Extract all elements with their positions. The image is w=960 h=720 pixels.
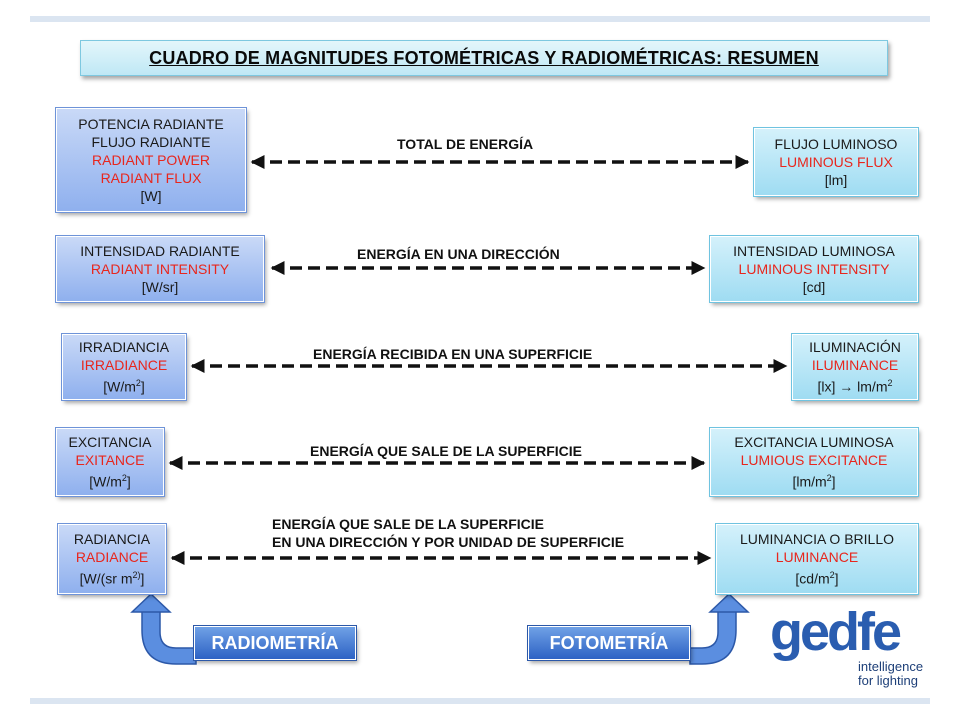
box-unit: [lm] bbox=[824, 172, 848, 188]
box-unit: [lm/m2] bbox=[792, 473, 836, 490]
box-text: INTENSIDAD LUMINOSA bbox=[733, 243, 895, 259]
box-irradiancia: IRRADIANCIA IRRADIANCE [W/m2] bbox=[61, 333, 187, 401]
box-english-text: RADIANCE bbox=[75, 549, 149, 566]
box-potencia-radiante: POTENCIA RADIANTE FLUJO RADIANTE RADIANT… bbox=[55, 107, 247, 213]
box-text: RADIANCIA bbox=[73, 531, 151, 548]
right-arrow-icon: → bbox=[839, 378, 854, 395]
box-iluminacion: ILUMINACIÓN ILUMINANCE [lx] → lm/m2 bbox=[791, 333, 919, 401]
tag-fotometria: FOTOMETRÍA bbox=[527, 625, 691, 661]
box-english-text: IRRADIANCE bbox=[80, 357, 168, 374]
box-english-text: RADIANT POWER bbox=[92, 152, 210, 168]
tag-radiometria: RADIOMETRÍA bbox=[193, 625, 357, 661]
top-rule bbox=[30, 16, 930, 22]
box-unit: [W/sr] bbox=[141, 279, 179, 295]
box-intensidad-luminosa: INTENSIDAD LUMINOSA LUMINOUS INTENSITY [… bbox=[709, 235, 919, 303]
box-text: LUMINANCIA O BRILLO bbox=[739, 531, 895, 548]
page-title: CUADRO DE MAGNITUDES FOTOMÉTRICAS Y RADI… bbox=[149, 47, 819, 68]
gedfe-logo: gedfe intelligence for lighting bbox=[766, 606, 936, 694]
box-text: FLUJO RADIANTE bbox=[91, 134, 211, 150]
box-radiancia: RADIANCIA RADIANCE [W/(sr m2)] bbox=[57, 523, 167, 595]
box-unit: [W] bbox=[140, 188, 162, 204]
box-english-text: EXITANCE bbox=[75, 452, 145, 469]
bottom-rule bbox=[30, 698, 930, 704]
box-text: EXCITANCIA bbox=[68, 434, 152, 451]
label-energia-sale-direccion-2: EN UNA DIRECCIÓN Y POR UNIDAD DE SUPERFI… bbox=[272, 534, 625, 550]
box-excitancia: EXCITANCIA EXITANCE [W/m2] bbox=[55, 427, 165, 497]
box-english-text: LUMINOUS INTENSITY bbox=[738, 261, 890, 277]
box-english-text: LUMINANCE bbox=[775, 549, 859, 566]
svg-text:gedfe: gedfe bbox=[770, 606, 901, 662]
box-text: FLUJO LUMINOSO bbox=[774, 136, 898, 152]
box-text: ILUMINACIÓN bbox=[809, 339, 901, 356]
box-english-text: LUMIOUS EXCITANCE bbox=[740, 452, 888, 469]
label-energia-sale-direccion-1: ENERGÍA QUE SALE DE LA SUPERFICIE bbox=[272, 516, 544, 532]
label-energia-direccion: ENERGÍA EN UNA DIRECCIÓN bbox=[357, 246, 560, 262]
box-english-text: ILUMINANCE bbox=[811, 357, 899, 374]
box-text: POTENCIA RADIANTE bbox=[78, 116, 224, 132]
box-excitancia-luminosa: EXCITANCIA LUMINOSA LUMIOUS EXCITANCE [l… bbox=[709, 427, 919, 497]
box-unit: [W/m2] bbox=[103, 378, 145, 395]
box-english-text: RADIANT FLUX bbox=[100, 170, 202, 186]
box-unit: [W/(sr m2)] bbox=[79, 570, 145, 587]
box-intensidad-radiante: INTENSIDAD RADIANTE RADIANT INTENSITY [W… bbox=[55, 235, 265, 303]
logo-tagline: intelligence for lighting bbox=[858, 659, 924, 688]
label-energia-sale: ENERGÍA QUE SALE DE LA SUPERFICIE bbox=[310, 443, 582, 459]
gedfe-wordmark-icon: gedfe bbox=[770, 606, 904, 662]
box-english-text: RADIANT INTENSITY bbox=[90, 261, 230, 277]
box-unit: [cd] bbox=[802, 279, 826, 295]
box-flujo-luminoso: FLUJO LUMINOSO LUMINOUS FLUX [lm] bbox=[753, 127, 919, 197]
fotometria-bent-arrow bbox=[689, 609, 737, 665]
box-text: INTENSIDAD RADIANTE bbox=[80, 243, 240, 259]
box-text: EXCITANCIA LUMINOSA bbox=[734, 434, 894, 451]
box-text: IRRADIANCIA bbox=[78, 339, 170, 356]
radiometria-bent-arrow bbox=[138, 609, 197, 665]
label-total-energia: TOTAL DE ENERGÍA bbox=[397, 136, 534, 152]
label-energia-recibida: ENERGÍA RECIBIDA EN UNA SUPERFICIE bbox=[313, 346, 593, 362]
box-unit: [lx] → lm/m2 bbox=[817, 378, 893, 395]
box-english-text: LUMINOUS FLUX bbox=[779, 154, 893, 170]
fotometria-arrow-head bbox=[708, 592, 750, 613]
box-unit: [W/m2] bbox=[89, 473, 131, 490]
radiometria-arrow-head bbox=[130, 592, 172, 613]
box-luminancia: LUMINANCIA O BRILLO LUMINANCE [cd/m2] bbox=[715, 523, 919, 595]
title-box: CUADRO DE MAGNITUDES FOTOMÉTRICAS Y RADI… bbox=[80, 40, 888, 76]
box-unit: [cd/m2] bbox=[795, 570, 839, 587]
